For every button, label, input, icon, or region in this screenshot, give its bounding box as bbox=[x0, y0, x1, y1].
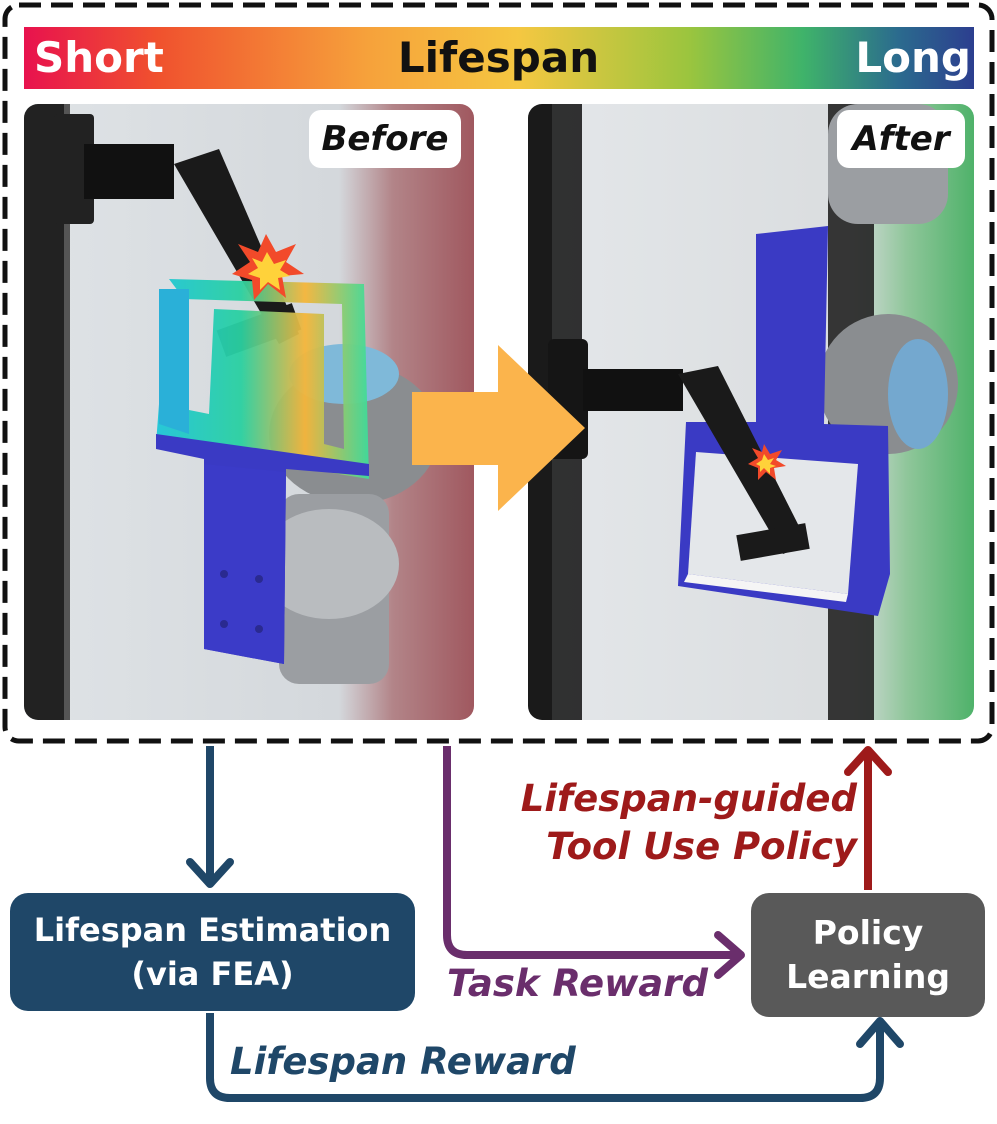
policy-line2: Learning bbox=[786, 957, 950, 996]
policy-label-line2: Tool Use Policy bbox=[546, 825, 857, 868]
lifespan-title: Lifespan bbox=[397, 33, 600, 82]
task-reward-label: Task Reward bbox=[447, 962, 708, 1005]
policy-label: Lifespan-guided Tool Use Policy bbox=[521, 775, 857, 871]
policy-line1: Policy bbox=[812, 913, 924, 952]
after-tag: After bbox=[837, 110, 965, 168]
short-label: Short bbox=[34, 33, 164, 82]
before-photo bbox=[24, 104, 474, 720]
before-tag: Before bbox=[309, 110, 461, 168]
before-after-arrow bbox=[412, 345, 585, 511]
long-label: Long bbox=[855, 33, 971, 82]
lifespan-estimation-box: Lifespan Estimation (via FEA) bbox=[10, 893, 415, 1011]
lifespan-reward-label: Lifespan Reward bbox=[230, 1040, 576, 1083]
policy-label-line1: Lifespan-guided bbox=[520, 777, 857, 820]
estimation-line1: Lifespan Estimation bbox=[33, 911, 392, 949]
lifespan-gradient-bar bbox=[24, 27, 974, 89]
lifespan-reward-arrow bbox=[206, 1013, 884, 1102]
task-reward-arrow bbox=[443, 746, 738, 959]
policy-learning-box: Policy Learning bbox=[751, 893, 985, 1017]
estimation-line2: (via FEA) bbox=[131, 955, 294, 993]
